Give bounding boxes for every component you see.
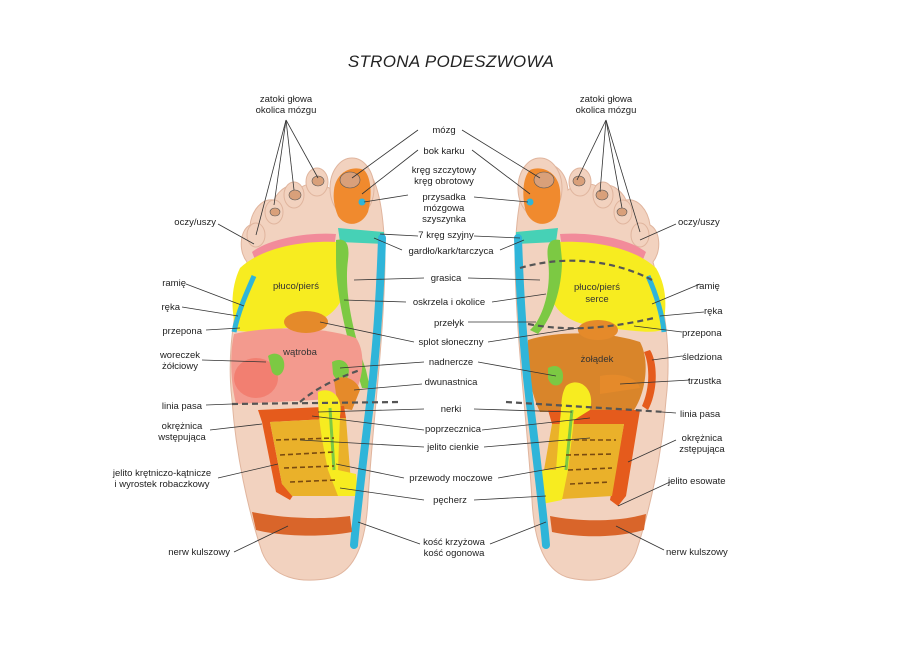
right-heart-line bbox=[519, 259, 653, 281]
right-brain-hatch bbox=[533, 171, 555, 189]
right-stomach-zone bbox=[527, 333, 646, 412]
right-bronchi-zone bbox=[530, 239, 562, 334]
waist-line-right bbox=[505, 400, 666, 414]
label-sciatic-left: nerw kulszowy bbox=[168, 547, 230, 558]
left-colon bbox=[258, 406, 346, 500]
label-eyes-ears-left: oczy/uszy bbox=[174, 217, 216, 228]
right-sinus-toe-4 bbox=[616, 207, 628, 217]
label-duodenum: dwunastnica bbox=[425, 377, 479, 388]
label-hand-right: ręka bbox=[704, 306, 723, 317]
left-lung-zone bbox=[232, 241, 345, 332]
label-solar-plexus: splot słoneczny bbox=[419, 337, 484, 348]
right-sinus-toe-2 bbox=[572, 175, 586, 187]
left-diaphragm-line bbox=[299, 368, 361, 403]
right-intestine-lines bbox=[565, 439, 616, 485]
right-kidney-ureter bbox=[540, 382, 592, 504]
right-sinus-toe-3 bbox=[595, 189, 609, 201]
right-colon bbox=[548, 410, 640, 506]
label-esophagus: przełyk bbox=[434, 318, 464, 329]
right-sciatic-band bbox=[550, 514, 646, 537]
label-c7: 7 kręg szyjny bbox=[418, 230, 474, 241]
label-throat: gardło/kark/tarczyca bbox=[408, 246, 494, 257]
label-small-intestine: jelito cienkie bbox=[426, 442, 479, 453]
label-shoulder-left: ramię bbox=[162, 278, 186, 289]
left-sinus-toe-2 bbox=[311, 175, 325, 187]
label-waist-right: linia pasa bbox=[680, 409, 721, 420]
label-sciatic-right: nerw kulszowy bbox=[666, 547, 728, 558]
label-side-neck: bok karku bbox=[423, 146, 464, 157]
left-foot: płuco/pierś wątroba bbox=[229, 157, 386, 581]
label-pancreas: trzustka bbox=[688, 376, 722, 387]
label-hand-left: ręka bbox=[162, 302, 181, 313]
label-diaphragm-right: przepona bbox=[682, 328, 722, 339]
label-sigmoid: jelito esowate bbox=[667, 476, 726, 487]
right-shoulder-edge bbox=[645, 274, 667, 333]
label-thymus: grasica bbox=[431, 273, 462, 284]
label-shoulder-right: ramię bbox=[696, 281, 720, 292]
left-sciatic-band bbox=[252, 512, 352, 536]
label-bronchi: oskrzela i okolice bbox=[413, 297, 485, 308]
left-liver-highlight bbox=[234, 358, 278, 398]
right-pancreas bbox=[600, 374, 640, 394]
right-spine bbox=[514, 234, 550, 549]
right-lung-zone bbox=[552, 241, 666, 332]
right-pituitary-dot bbox=[526, 198, 534, 206]
label-bladder: pęcherz bbox=[433, 495, 467, 506]
label-adrenals: nadnercze bbox=[429, 357, 473, 368]
right-heart-text: serce bbox=[585, 294, 608, 305]
right-foot: płuco/pierś serce żołądek bbox=[514, 157, 669, 581]
leader-lines bbox=[181, 119, 705, 553]
left-gallbladder bbox=[268, 353, 285, 376]
left-spine bbox=[350, 234, 386, 549]
label-transverse: poprzecznica bbox=[425, 424, 482, 435]
left-shoulder-edge bbox=[231, 274, 257, 333]
left-solar-plexus bbox=[284, 311, 328, 333]
label-kidneys: nerki bbox=[441, 404, 462, 415]
left-intestine-lines bbox=[275, 437, 337, 483]
right-spleen bbox=[642, 350, 656, 410]
right-stomach-text: żołądek bbox=[581, 354, 614, 365]
left-sinus-toe-3 bbox=[288, 189, 302, 201]
label-brain: mózg bbox=[432, 125, 455, 136]
right-toe-5 bbox=[630, 222, 650, 248]
right-lung-text: płuco/pierś bbox=[574, 282, 620, 293]
label-eyes-ears-right: oczy/uszy bbox=[678, 217, 720, 228]
diagram-title: STRONA PODESZWOWA bbox=[348, 52, 554, 71]
right-throat-zone bbox=[516, 228, 558, 244]
left-kidney-ureter bbox=[318, 390, 358, 496]
label-waist-left: linia pasa bbox=[162, 401, 203, 412]
label-diaphragm-left: przepona bbox=[162, 326, 202, 337]
label-ureters: przewody moczowe bbox=[409, 473, 492, 484]
label-spleen: śledziona bbox=[682, 352, 723, 363]
right-solar-plexus bbox=[578, 320, 618, 340]
left-bronchi-zone bbox=[336, 239, 370, 388]
right-diaphragm-line bbox=[527, 316, 655, 330]
left-lung-text: płuco/pierś bbox=[273, 281, 319, 292]
left-sinus-toe-4 bbox=[269, 207, 281, 217]
left-liver-text: wątroba bbox=[282, 347, 318, 358]
left-pituitary-dot bbox=[358, 198, 366, 206]
left-throat-zone bbox=[338, 228, 384, 244]
waist-line-left bbox=[231, 400, 401, 406]
